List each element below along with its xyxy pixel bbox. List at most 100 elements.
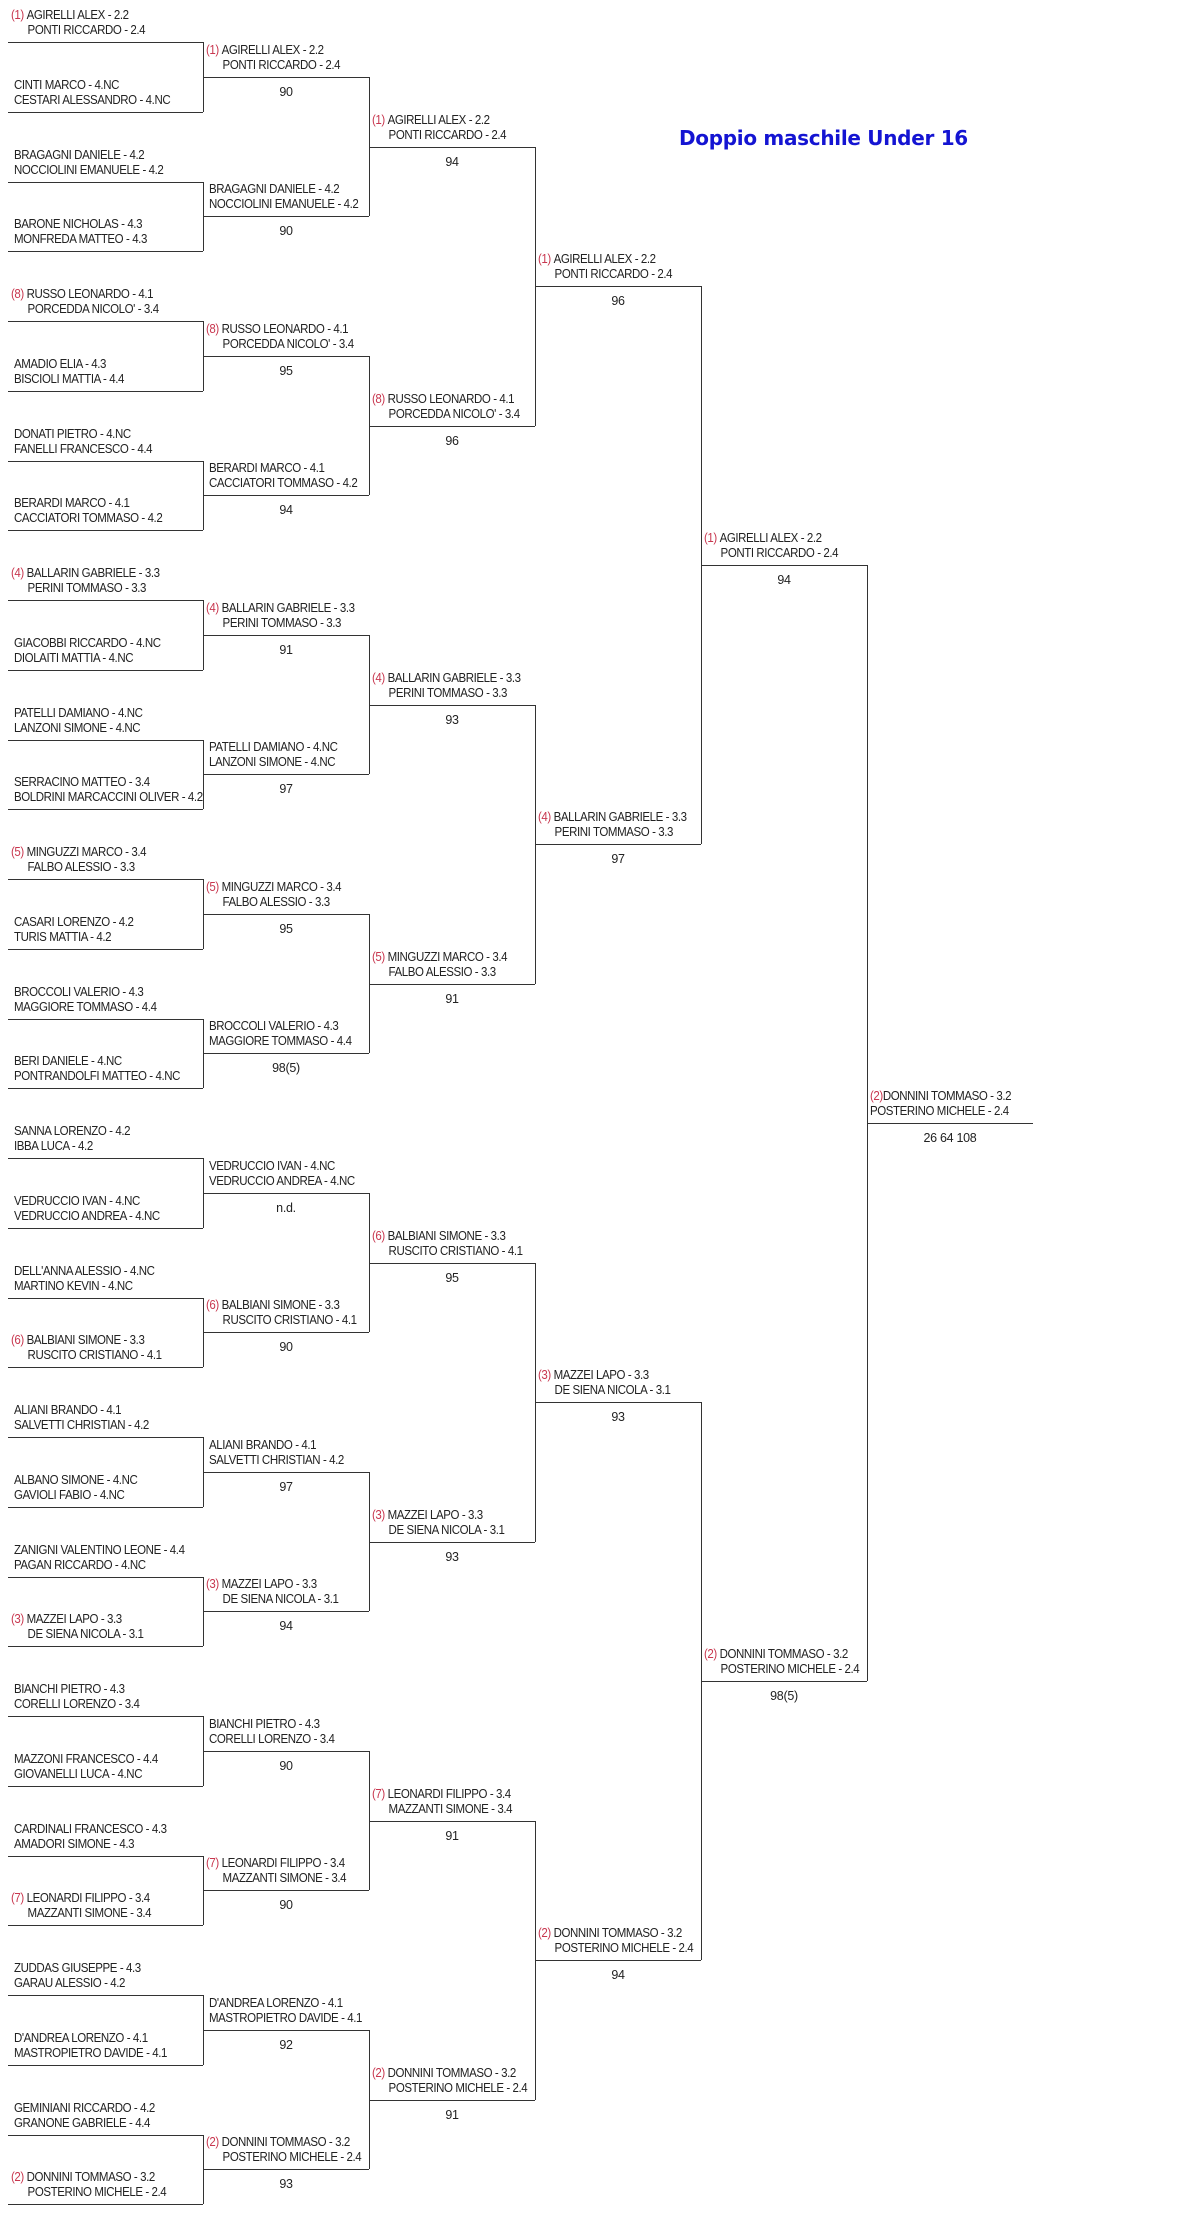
team-player-row: BROCCOLI VALERIO - 4.3 [14,985,157,1000]
match-score: 90 [279,1758,293,1773]
player-name: BIANCHI PIETRO - 4.3 [14,1682,125,1696]
team-player-row: (8)RUSSO LEONARDO - 4.1 [206,322,354,337]
team-player-row: LANZONI SIMONE - 4.NC [209,755,337,770]
player-name: DONNINI TOMMASO - 3.2 [719,1647,849,1662]
player-name: BERARDI MARCO - 4.1 [14,496,130,511]
team-player-row: PONTRANDOLFI MATTEO - 4.NC [14,1069,180,1084]
team-player-row: (3)MAZZEI LAPO - 3.3 [372,1508,505,1523]
team-player-row: MARTINO KEVIN - 4.NC [14,1279,155,1294]
player-name: DELL'ANNA ALESSIO - 4.NC [14,1263,155,1278]
team-player-row: PORCEDDA NICOLO' - 3.4 [11,302,160,317]
seed-badge: (5) [11,845,24,859]
team-player-row: (7)LEONARDI FILIPPO - 3.4 [372,1787,512,1802]
player-name: PORCEDDA NICOLO' - 3.4 [27,302,160,316]
player-name: MAZZEI LAPO - 3.3 [26,1612,123,1627]
player-name: CORELLI LORENZO - 3.4 [14,1697,140,1711]
team-player-row: (5)MINGUZZI MARCO - 3.4 [11,845,147,860]
team-player-row: ALIANI BRANDO - 4.1 [209,1438,344,1453]
player-name: POSTERINO MICHELE - 2.4 [27,2185,167,2200]
player-name: PONTI RICCARDO - 2.4 [554,267,673,282]
team-player-row: (1)AGIRELLI ALEX - 2.2 [372,113,506,128]
match-score: 93 [445,712,459,727]
player-name: CACCIATORI TOMMASO - 4.2 [14,511,163,526]
team-player-row: FALBO ALESSIO - 3.3 [206,895,341,910]
team-player-row: PORCEDDA NICOLO' - 3.4 [206,337,355,352]
player-name: LANZONI SIMONE - 4.NC [209,755,336,770]
team-player-row: BROCCOLI VALERIO - 4.3 [209,1019,352,1034]
player-name: BERARDI MARCO - 4.1 [209,461,325,476]
seed-badge: (8) [206,321,219,336]
bracket-line [8,1576,203,1578]
seed-badge: (8) [372,391,385,406]
team-player-row: (2)DONNINI TOMMASO - 3.2 [11,2170,166,2185]
team-player-row: PONTI RICCARDO - 2.4 [372,128,507,143]
bracket-line [369,704,535,706]
player-name: SALVETTI CHRISTIAN - 4.2 [14,1418,149,1432]
match-score: 90 [279,224,293,239]
